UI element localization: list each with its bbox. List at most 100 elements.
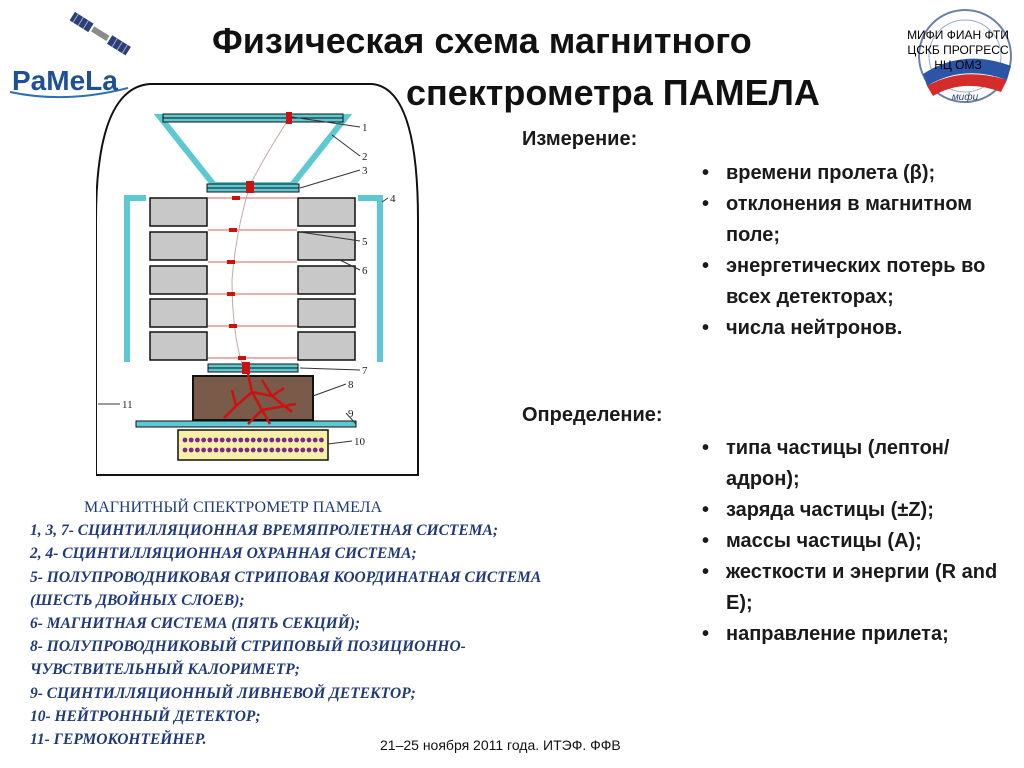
bullet: • bbox=[702, 193, 710, 215]
neutron-tube bbox=[201, 447, 207, 453]
legend-title: МАГНИТНЫЙ СПЕКТРОМЕТР ПАМЕЛА bbox=[84, 499, 383, 516]
spectrometer-diagram: 1 2 3 4 5 6 7 8 9 10 11 bbox=[96, 83, 419, 476]
measure-heading: Измерение: bbox=[522, 128, 638, 150]
list-item: •направление прилета; bbox=[700, 619, 1022, 650]
neutron-detector bbox=[177, 429, 329, 461]
neutron-tube bbox=[213, 447, 219, 453]
neutron-tube bbox=[294, 437, 299, 443]
diagram-label-7: 7 bbox=[362, 365, 368, 377]
diagram-label-6: 6 bbox=[362, 265, 368, 277]
pamela-logo: PaMeLa bbox=[6, 8, 132, 100]
neutron-tube bbox=[281, 437, 287, 443]
neutron-tube bbox=[312, 437, 318, 443]
neutron-tube bbox=[226, 447, 231, 453]
list-item: • времени пролета (β); bbox=[700, 158, 1020, 189]
page-title-line-2: спектрометра ПАМЕЛА bbox=[406, 72, 820, 113]
list-item: •типа частицы (лептон/адрон); bbox=[700, 433, 1022, 495]
diagram-label-3: 3 bbox=[362, 165, 368, 177]
list-item: •жесткости и энергии (R and E); bbox=[700, 557, 1022, 619]
measure-list: • времени пролета (β); • отклонения в ма… bbox=[700, 158, 1020, 344]
diagram-label-10: 10 bbox=[354, 436, 366, 448]
bullet: • bbox=[702, 317, 710, 339]
neutron-tube bbox=[263, 447, 268, 453]
side-anticoincidence-left bbox=[124, 195, 146, 362]
legend-line: ЧУВСТВИТЕЛЬНЫЙ КАЛОРИМЕТР; bbox=[30, 661, 300, 679]
neutron-tube bbox=[300, 447, 306, 453]
neutron-tube bbox=[244, 447, 250, 453]
neutron-tube bbox=[269, 447, 275, 453]
legend-line: 2, 4- СЦИНТИЛЛЯЦИОННАЯ ОХРАННАЯ СИСТЕМА; bbox=[30, 545, 417, 563]
neutron-tube bbox=[182, 447, 188, 453]
magnet-sections bbox=[149, 197, 356, 361]
org-line-2: ЦСКБ ПРОГРЕСС bbox=[907, 43, 1009, 57]
legend-line: 9- СЦИНТИЛЛЯЦИОННЫЙ ЛИВНЕВОЙ ДЕТЕКТОР; bbox=[30, 684, 416, 702]
neutron-tube bbox=[312, 447, 318, 453]
top-anticoincidence bbox=[153, 114, 353, 188]
diagram-label-5: 5 bbox=[362, 236, 368, 248]
neutron-tube bbox=[300, 437, 306, 443]
legend-line: 6- МАГНИТНАЯ СИСТЕМА (ПЯТЬ СЕКЦИЙ); bbox=[30, 615, 361, 633]
neutron-tube bbox=[207, 437, 213, 443]
diagram-label-4: 4 bbox=[390, 193, 396, 205]
neutron-tube bbox=[257, 437, 262, 443]
neutron-tube bbox=[275, 447, 281, 453]
diagram-label-8: 8 bbox=[348, 379, 354, 391]
neutron-tube bbox=[213, 437, 219, 443]
list-item: • энергетических потерь во всех детектор… bbox=[700, 251, 1020, 313]
neutron-tube bbox=[281, 447, 287, 453]
bullet: • bbox=[702, 162, 710, 184]
shower-detector bbox=[135, 420, 357, 428]
neutron-tube bbox=[182, 437, 188, 443]
neutron-tube bbox=[195, 447, 200, 453]
tracker-planes bbox=[208, 197, 297, 359]
diagram-legend: МАГНИТНЫЙ СПЕКТРОМЕТР ПАМЕЛА 1, 3, 7- СЦ… bbox=[30, 496, 700, 751]
neutron-tube bbox=[306, 437, 312, 443]
bullet: • bbox=[702, 499, 710, 521]
neutron-tube bbox=[250, 437, 256, 443]
neutron-tube bbox=[250, 447, 256, 453]
org-line-1: МИФИ ФИАН ФТИ bbox=[907, 28, 1009, 42]
legend-line: 11- ГЕРМОКОНТЕЙНЕР. bbox=[30, 731, 207, 749]
neutron-tube bbox=[195, 437, 200, 443]
define-list: •типа частицы (лептон/адрон); •заряда ча… bbox=[700, 433, 1022, 650]
neutron-tube bbox=[306, 447, 312, 453]
label-leaders bbox=[98, 116, 389, 445]
bullet: • bbox=[702, 437, 710, 459]
diagram-labels: 1 2 3 4 5 6 7 8 9 10 11 bbox=[122, 122, 396, 448]
neutron-tube bbox=[207, 447, 213, 453]
neutron-tube bbox=[275, 437, 281, 443]
seal-text: мифи bbox=[952, 91, 979, 103]
legend-line: 5- ПОЛУПРОВОДНИКОВАЯ СТРИПОВАЯ КООРДИНАТ… bbox=[30, 568, 542, 586]
diagram-label-2: 2 bbox=[362, 151, 368, 163]
legend-line: 1, 3, 7- СЦИНТИЛЛЯЦИОННАЯ ВРЕМЯПРОЛЕТНАЯ… bbox=[30, 522, 499, 540]
neutron-tube bbox=[188, 447, 194, 453]
neutron-tube bbox=[294, 447, 299, 453]
list-item: •числа нейтронов. bbox=[700, 313, 1020, 344]
track-hits bbox=[227, 112, 292, 374]
bullet: • bbox=[702, 561, 710, 583]
diagram-label-11: 11 bbox=[122, 399, 133, 411]
neutron-detector-tubes bbox=[182, 437, 324, 453]
neutron-tube bbox=[219, 447, 225, 453]
satellite-icon: PaMeLa bbox=[9, 11, 131, 99]
neutron-tube bbox=[226, 437, 231, 443]
legend-line: 10- НЕЙТРОННЫЙ ДЕТЕКТОР; bbox=[30, 707, 261, 725]
neutron-tube bbox=[232, 437, 238, 443]
neutron-tube bbox=[288, 437, 293, 443]
diagram-label-9: 9 bbox=[348, 408, 354, 420]
legend-line: (ШЕСТЬ ДВОЙНЫХ СЛОЕВ); bbox=[30, 591, 245, 609]
logo-text: PaMeLa bbox=[12, 65, 118, 96]
neutron-tube bbox=[257, 447, 262, 453]
particle-shower bbox=[223, 373, 297, 425]
neutron-tube bbox=[232, 447, 238, 453]
neutron-tube bbox=[319, 447, 324, 453]
bullet: • bbox=[702, 623, 710, 645]
pressure-container bbox=[96, 83, 419, 476]
neutron-tube bbox=[188, 437, 194, 443]
bullet: • bbox=[702, 255, 710, 277]
legend-line: 8- ПОЛУПРОВОДНИКОВЫЙ СТРИПОВЫЙ ПОЗИЦИОНН… bbox=[30, 638, 466, 656]
diagram-label-1: 1 bbox=[362, 122, 368, 134]
neutron-tube bbox=[238, 437, 244, 443]
bullet: • bbox=[702, 530, 710, 552]
neutron-tube bbox=[288, 447, 293, 453]
